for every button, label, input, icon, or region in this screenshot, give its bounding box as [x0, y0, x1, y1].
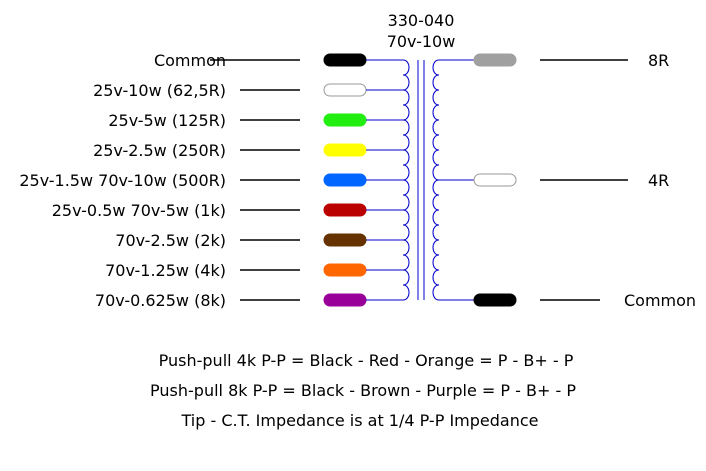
primary-tap-70v-0-625w: 70v-0.625w (8k) [95, 291, 403, 310]
secondary-tap-label: 8R [648, 51, 669, 70]
primary-taps: Common 25v-10w (62,5R) 25v-5w (125R) 25v-2.… [19, 51, 403, 310]
primary-tap-label: Common [154, 51, 226, 70]
primary-wire-sleeve [323, 293, 367, 307]
primary-tap-label: 25v-5w (125R) [108, 111, 226, 130]
primary-wire-sleeve [323, 143, 367, 157]
primary-tap-25v-0-5w-70v-5w: 25v-0.5w 70v-5w (1k) [52, 201, 403, 220]
primary-wire-sleeve [323, 83, 367, 97]
note-push-pull-8k: Push-pull 8k P-P = Black - Brown - Purpl… [150, 381, 576, 400]
primary-tap-common: Common [154, 51, 403, 70]
primary-wire-sleeve [323, 263, 367, 277]
secondary-tap-label: 4R [648, 171, 669, 190]
primary-tap-25v-2-5w: 25v-2.5w (250R) [93, 141, 403, 160]
primary-tap-label: 70v-0.625w (8k) [95, 291, 226, 310]
secondary-winding [432, 59, 440, 301]
primary-tap-70v-2-5w: 70v-2.5w (2k) [115, 231, 403, 250]
secondary-taps: 8R 4R Common [439, 51, 696, 310]
primary-tap-70v-1-25w: 70v-1.25w (4k) [105, 261, 403, 280]
secondary-wire-sleeve [473, 173, 517, 187]
primary-winding [402, 59, 410, 301]
secondary-wire-sleeve [473, 293, 517, 307]
primary-tap-25v-1-5w-70v-10w: 25v-1.5w 70v-10w (500R) [19, 171, 403, 190]
note-tip-ct-impedance: Tip - C.T. Impedance is at 1/4 P-P Imped… [181, 411, 539, 430]
model-number: 330-040 [388, 11, 455, 30]
secondary-tap-8r: 8R [439, 51, 669, 70]
primary-tap-label: 25v-10w (62,5R) [93, 81, 226, 100]
primary-wire-sleeve [323, 173, 367, 187]
primary-tap-label: 70v-1.25w (4k) [105, 261, 226, 280]
primary-tap-label: 70v-2.5w (2k) [115, 231, 226, 250]
primary-wire-sleeve [323, 113, 367, 127]
primary-wire-sleeve [323, 203, 367, 217]
primary-tap-25v-5w: 25v-5w (125R) [108, 111, 403, 130]
secondary-tap-common: Common [439, 291, 696, 310]
note-push-pull-4k: Push-pull 4k P-P = Black - Red - Orange … [159, 351, 574, 370]
primary-tap-label: 25v-2.5w (250R) [93, 141, 226, 160]
primary-wire-sleeve [323, 233, 367, 247]
secondary-tap-label: Common [624, 291, 696, 310]
secondary-wire-sleeve [473, 53, 517, 67]
secondary-tap-4r: 4R [439, 171, 669, 190]
primary-tap-label: 25v-0.5w 70v-5w (1k) [52, 201, 226, 220]
model-rating: 70v-10w [387, 32, 456, 51]
primary-tap-label: 25v-1.5w 70v-10w (500R) [19, 171, 226, 190]
primary-tap-25v-10w: 25v-10w (62,5R) [93, 81, 403, 100]
primary-wire-sleeve [323, 53, 367, 67]
